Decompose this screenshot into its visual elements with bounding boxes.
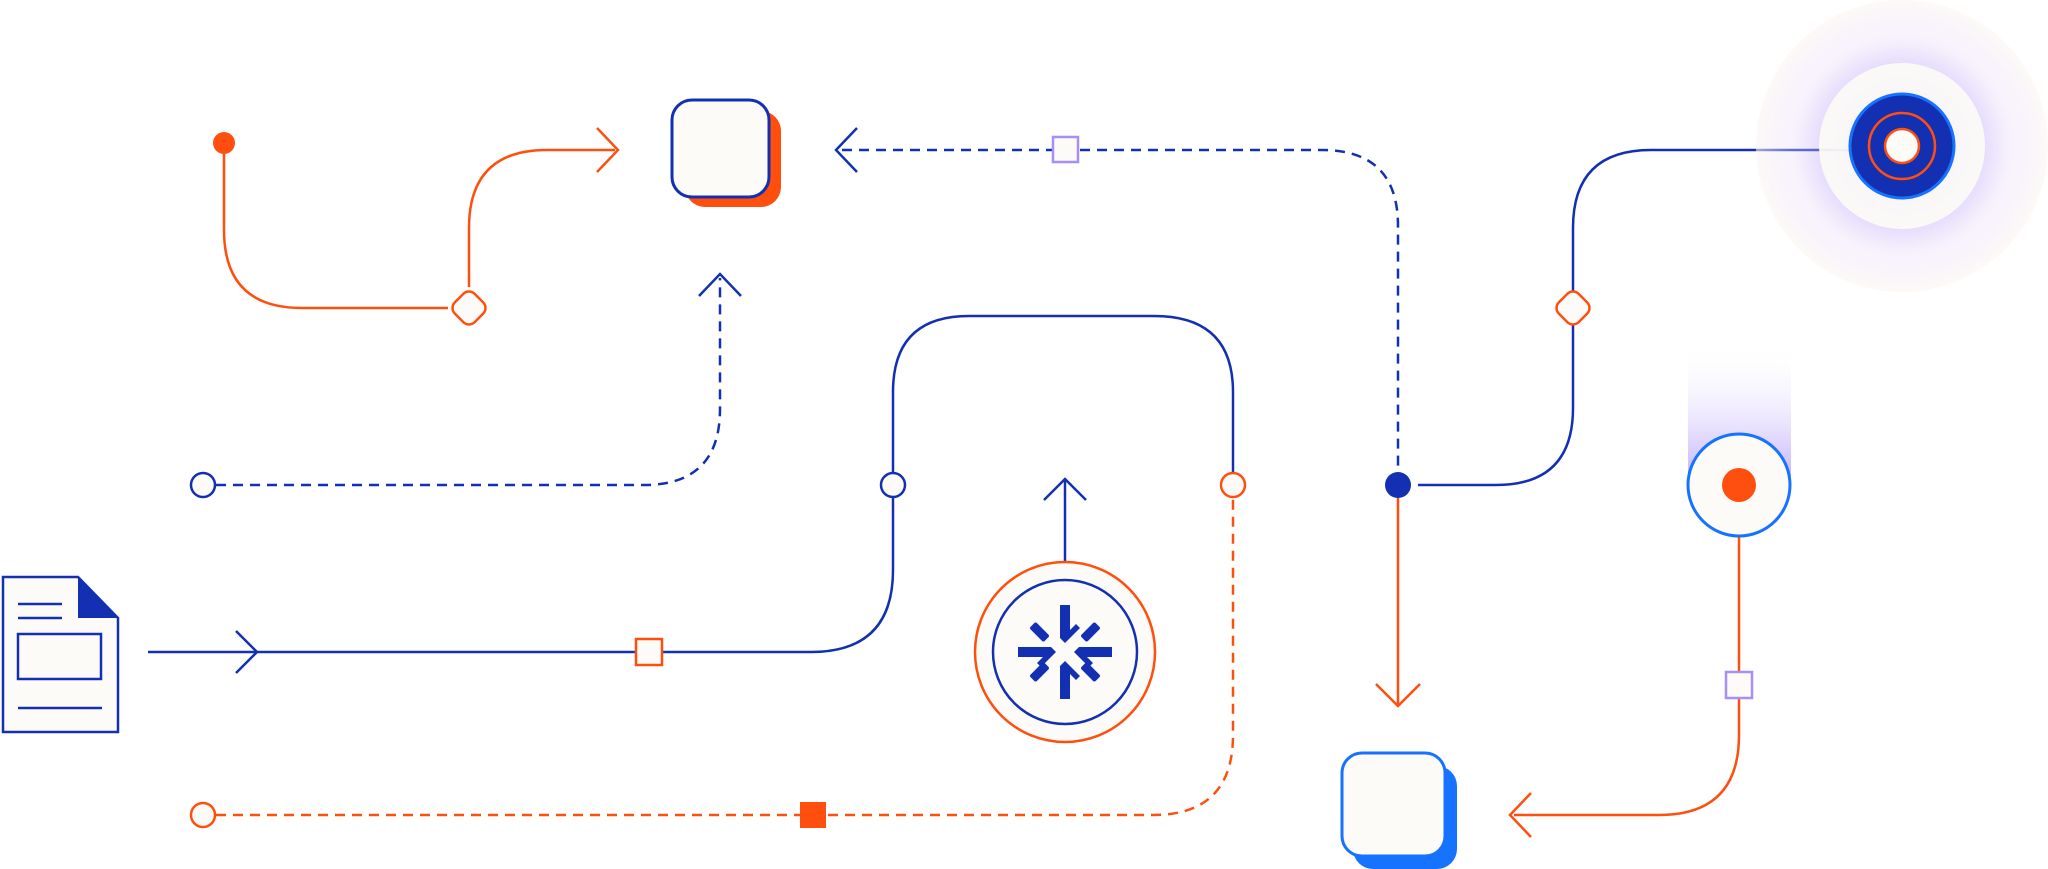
arrow-right-icon: [235, 630, 259, 674]
arrow-right-icon: [596, 127, 620, 173]
converge-arrows-icon: [1018, 605, 1112, 699]
square-connector: [634, 637, 664, 667]
open-circle-start: [189, 471, 217, 499]
diamond-connector: [1555, 290, 1591, 326]
open-circle-start: [189, 801, 217, 829]
square-connector: [1724, 670, 1754, 700]
document-icon: [1, 575, 120, 734]
arrow-left-icon: [1508, 792, 1532, 838]
bottom-card: [1340, 751, 1457, 869]
navy-dot-junction: [1385, 472, 1411, 498]
arrow-up-icon: [1043, 477, 1087, 501]
navy-solid-middle: [148, 314, 1235, 674]
record-dot: [1722, 468, 1756, 502]
open-circle-node: [1219, 471, 1247, 499]
hub-icon: [973, 560, 1157, 744]
orange-solid-right: [1508, 537, 1754, 838]
target-node: [1756, 0, 2048, 292]
navy-solid-right: [1418, 148, 1860, 487]
arrow-up-icon: [698, 272, 742, 297]
arrow-left-icon: [834, 127, 858, 173]
open-circle-node: [879, 471, 907, 499]
diamond-connector: [451, 290, 487, 326]
arrow-down-icon: [1375, 683, 1421, 708]
orange-solid-down: [1375, 472, 1421, 708]
record-node: [1686, 342, 1792, 538]
square-connector: [1051, 135, 1080, 164]
top-card: [670, 98, 781, 207]
orange-curve-top-left: [213, 127, 620, 326]
navy-dashed-top: [834, 127, 1400, 484]
filled-square-connector: [800, 802, 826, 828]
orange-dashed-bottom: [189, 471, 1247, 829]
start-dot: [213, 132, 235, 154]
navy-dashed-left: [189, 272, 742, 499]
